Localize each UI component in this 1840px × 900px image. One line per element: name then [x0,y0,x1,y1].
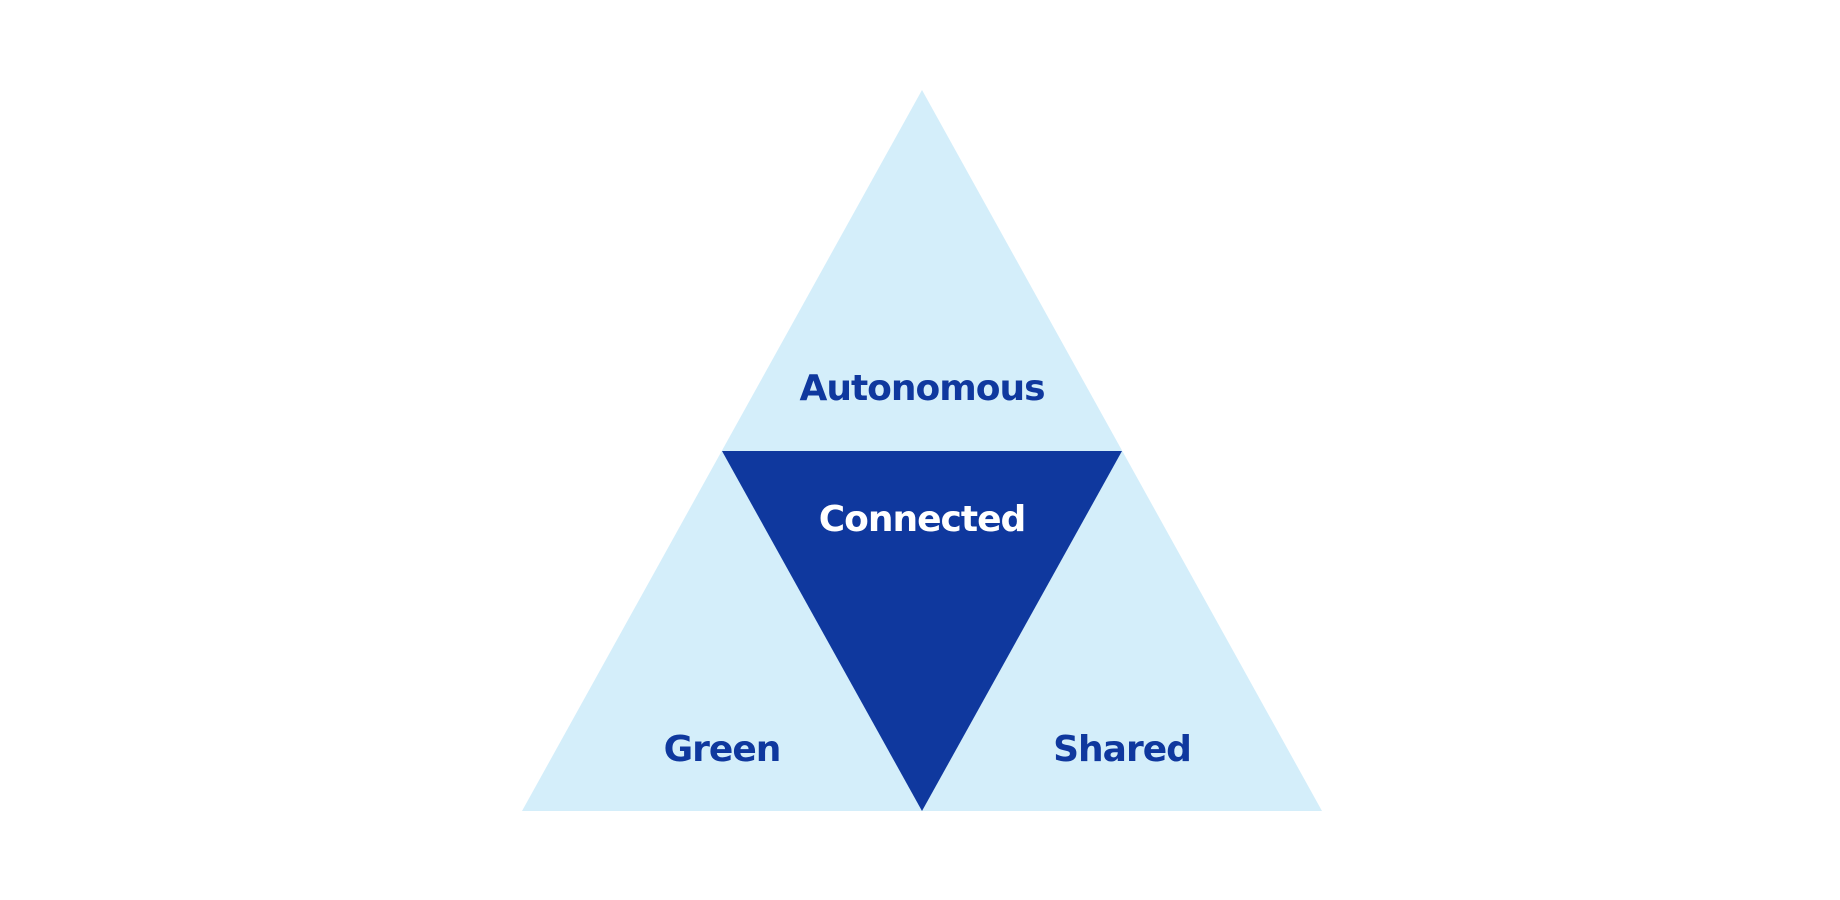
center-triangle [722,451,1122,811]
outer-triangle [522,90,1322,811]
segment-label-shared: Shared [1053,729,1191,770]
segment-label-green: Green [664,729,781,770]
segment-label-autonomous: Autonomous [799,368,1044,409]
segment-label-connected: Connected [819,499,1026,540]
